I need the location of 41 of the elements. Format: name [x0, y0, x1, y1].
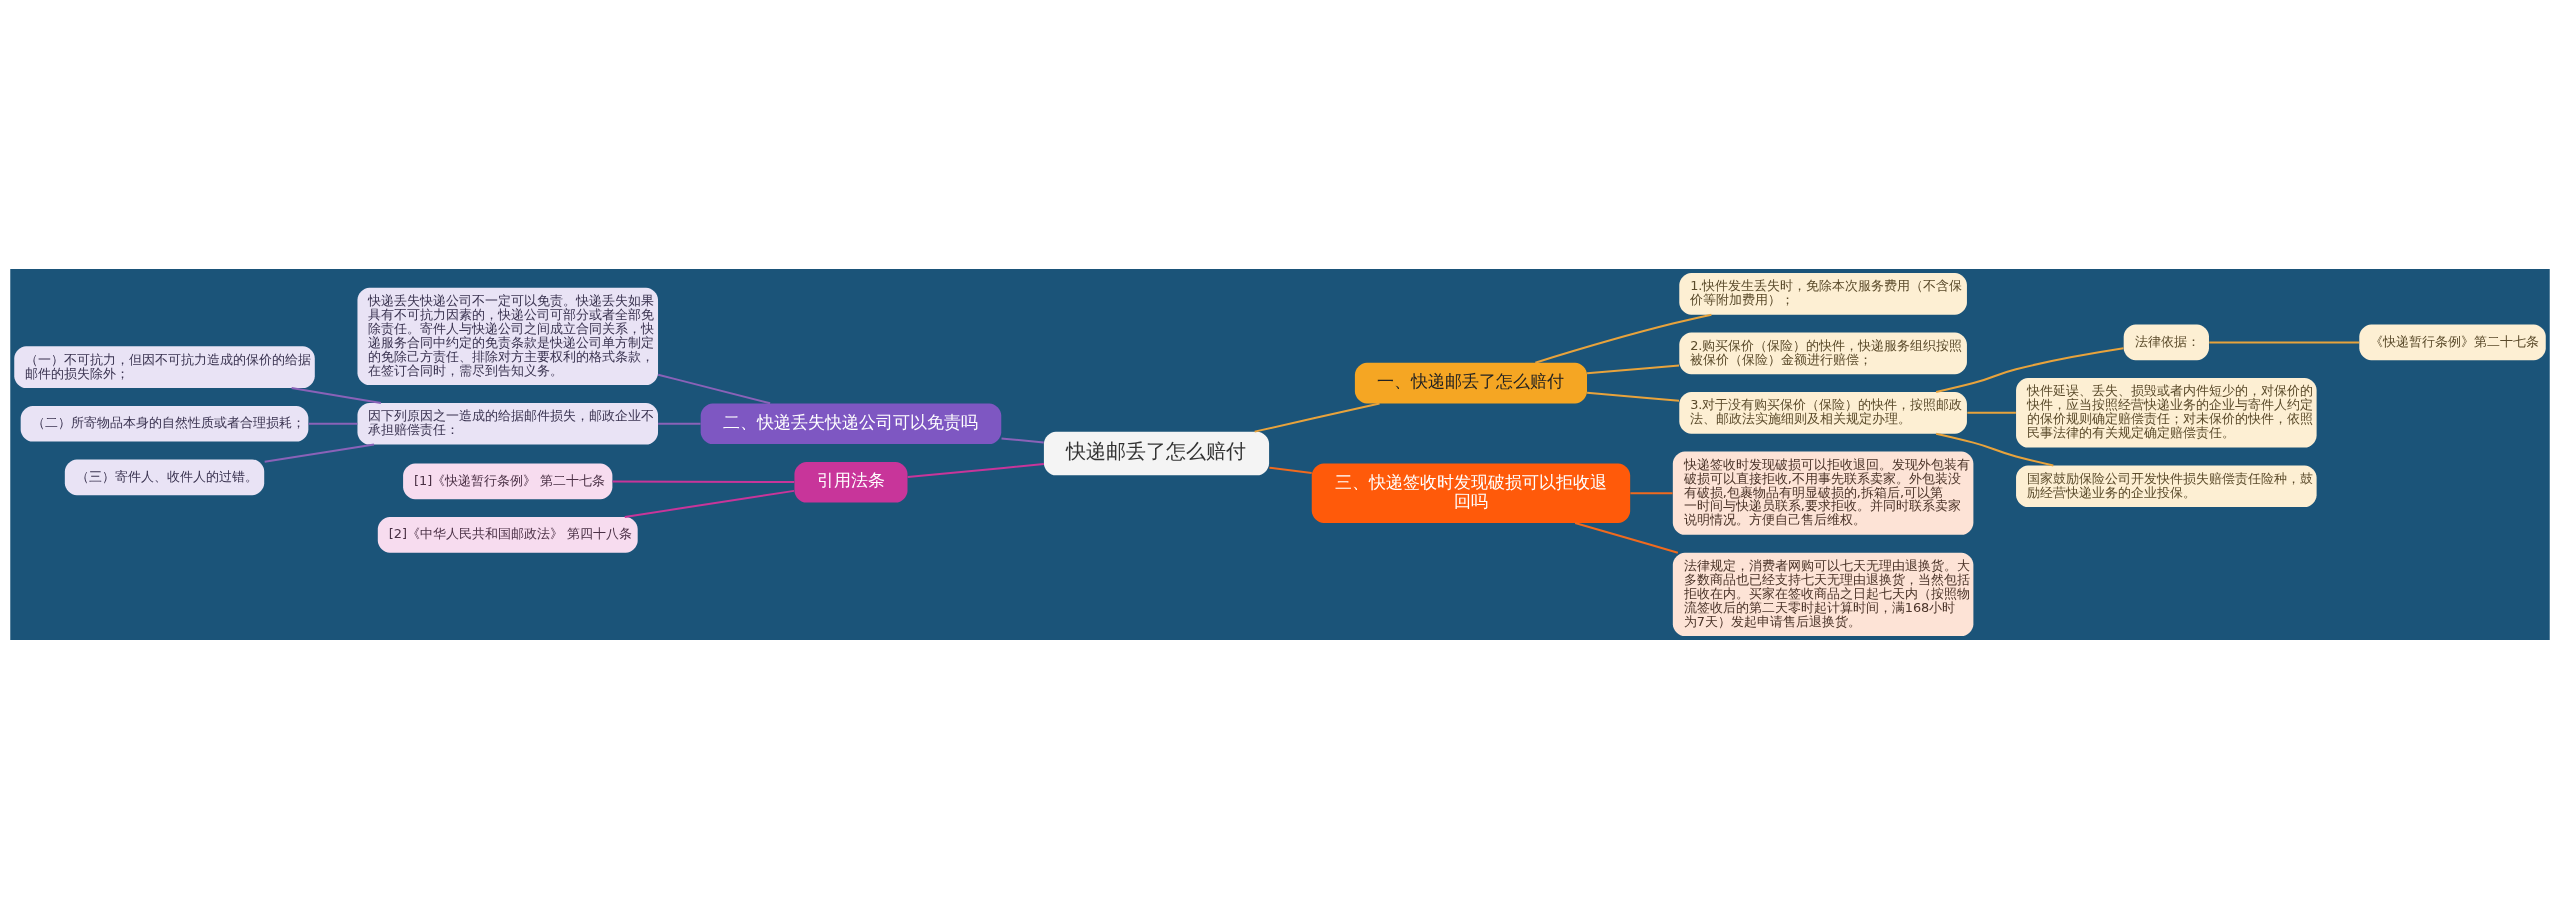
connector	[1935, 432, 2055, 467]
connector	[611, 480, 796, 484]
node-box: 3.对于没有购买保价（保险）的快件，按照邮政法、邮政法实施细则及相关规定办理。	[1679, 392, 1967, 434]
connector	[1586, 364, 1681, 375]
node-box: [1]《快递暂行条例》 第二十七条	[403, 463, 613, 500]
connector	[1268, 466, 1313, 475]
node-box: 国家鼓励保险公司开发快件损失赔偿责任险种，鼓励经营快递业务的企业投保。	[2016, 465, 2317, 508]
connector	[657, 422, 702, 425]
connector	[1574, 522, 1679, 554]
node-box: 法律规定，消费者网购可以七天无理由退换货。大多数商品也已经支持七天无理由退换货，当然包括拒收在内。买家在签收商品之日起七天内（按照物流签收后的第二天零时起计算时间，满168小时为7天）发起申请售后退换货。	[1672, 552, 1974, 637]
connector	[1253, 402, 1381, 433]
node-box: 《快递暂行条例》第二十七条	[2359, 324, 2546, 361]
connector	[906, 463, 1045, 478]
node-box: 一、快递邮丢了怎么赔付	[1354, 362, 1587, 404]
node-box: 1.快件发生丢失时，免除本次服务费用（不含保价等附加费用）；	[1679, 272, 1967, 315]
connector	[307, 422, 359, 425]
connector	[657, 373, 772, 405]
connector	[1534, 313, 1713, 364]
connector	[263, 443, 375, 463]
connector	[623, 489, 796, 518]
node-box: 快递邮丢了怎么赔付	[1043, 431, 1270, 476]
node-box: 二、快递丢失快递公司可以免责吗	[700, 403, 1002, 445]
node-box: 因下列原因之一造成的给据邮件损失，邮政企业不承担赔偿责任：	[357, 402, 659, 445]
connector	[1935, 347, 2125, 393]
connector	[290, 387, 382, 404]
node-box: 2.购买保价（保险）的快件，快递服务组织按照被保价（保险）金额进行赔偿；	[1679, 332, 1967, 375]
node-box: 快件延误、丢失、损毁或者内件短少的，对保价的快件，应当按照经营快递业务的企业与寄件人约定的保价规则确定赔偿责任；对未保价的快件，依照民事法律的有关规定确定赔偿责任。	[2016, 378, 2317, 448]
node-box: 快递丢失快递公司不一定可以免责。快递丢失如果具有不可抗力因素的，快递公司可部分或者全部免除责任。寄件人与快递公司之间成立合同关系，快递服务合同中约定的免责条款是快递公司单方制定的免除己方责任、排除对方主要权利的格式条款，在签订合同时，需尽到告知义务。	[357, 287, 659, 386]
connector	[1966, 411, 2017, 414]
node-box: （一）不可抗力，但因不可抗力造成的保价的给据邮件的损失除外；	[14, 346, 315, 389]
connector	[1586, 391, 1681, 402]
node-box: 引用法条	[794, 461, 908, 503]
connector	[1629, 492, 1674, 495]
node-box: 法律依据：	[2123, 324, 2209, 361]
connector	[2208, 341, 2361, 344]
node-box: [2]《中华人民共和国邮政法》 第四十八条	[377, 517, 638, 553]
connector	[1000, 437, 1045, 444]
node-box: （二）所寄物品本身的自然性质或者合理损耗；	[20, 405, 309, 442]
node-box: 快递签收时发现破损可以拒收退回。发现外包装有破损可以直接拒收,不用事先联系卖家。外包装没有破损,包裹物品有明显破损的,拆箱后,可以第一时间与快递员联系,要求拒收。并同时联系卖家说明情况。方便自己售后维权。	[1672, 451, 1974, 535]
node-box: （三）寄件人、收件人的过错。	[64, 459, 265, 496]
node-box: 三、快递签收时发现破损可以拒收退回吗	[1311, 463, 1631, 523]
